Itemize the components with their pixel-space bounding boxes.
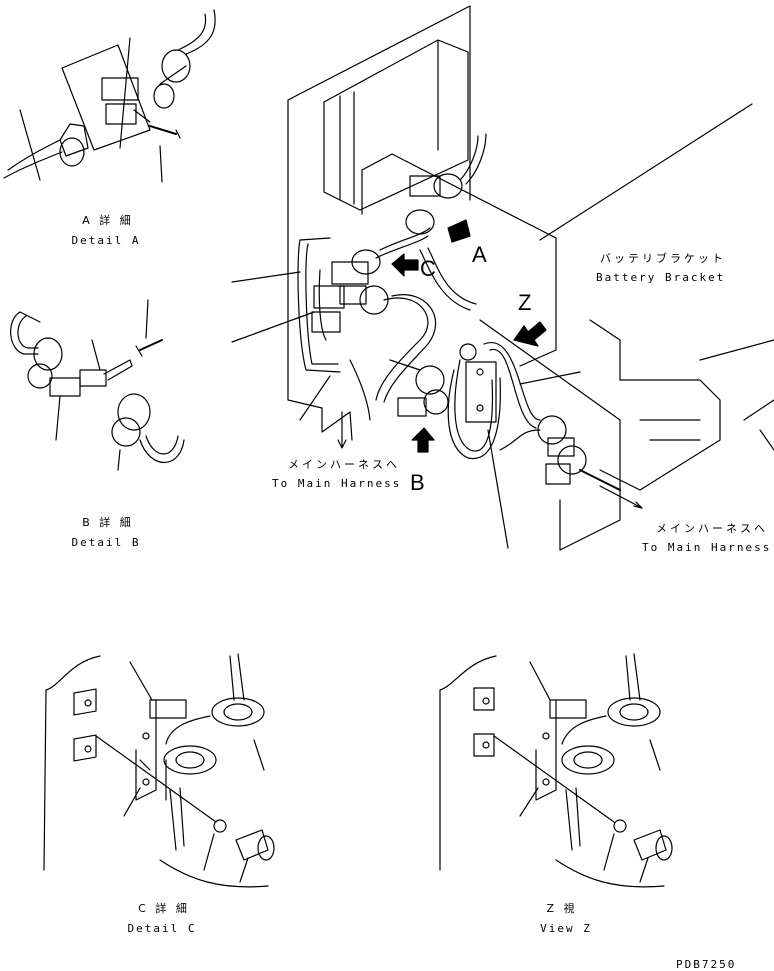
detail-c-label-en: Detail C <box>127 922 197 935</box>
callout-c-letter: C <box>420 256 436 281</box>
view-z-label-en: View Z <box>540 922 592 935</box>
main-harness-label-jp-1: メインハーネスへ <box>288 458 400 471</box>
callout-z-arrow <box>513 321 547 347</box>
main-assembly-drawing <box>231 5 774 551</box>
main-harness-label-en-1: To Main Harness <box>272 477 402 490</box>
callout-a-arrow <box>447 219 471 243</box>
callout-b-arrow <box>411 427 435 453</box>
callout-b-letter: B <box>410 470 425 495</box>
drawing-code: PDB7250 <box>676 958 737 971</box>
battery-bracket-label-en: Battery Bracket <box>596 271 726 284</box>
detail-c-label-jp: C 詳 細 <box>138 902 190 915</box>
battery-bracket-label-jp: バッテリブラケット <box>600 252 726 265</box>
main-harness-label-en-2: To Main Harness <box>642 541 772 554</box>
view-z-label-jp: Z 視 <box>546 902 578 915</box>
detail-b-label-en: Detail B <box>71 536 141 549</box>
main-harness-label-jp-2: メインハーネスへ <box>656 522 768 535</box>
detail-a-drawing <box>3 9 216 183</box>
detail-a-label-en: Detail A <box>71 234 141 247</box>
callout-z-letter: Z <box>518 290 532 315</box>
detail-b-drawing <box>10 299 185 471</box>
view-z-drawing <box>439 653 673 888</box>
detail-a-label-jp: A 詳 細 <box>82 214 134 227</box>
detail-b-label-jp: B 詳 細 <box>82 516 134 529</box>
callout-a-letter: A <box>472 242 487 267</box>
detail-c-drawing <box>43 653 275 888</box>
callout-c-arrow <box>391 253 419 277</box>
